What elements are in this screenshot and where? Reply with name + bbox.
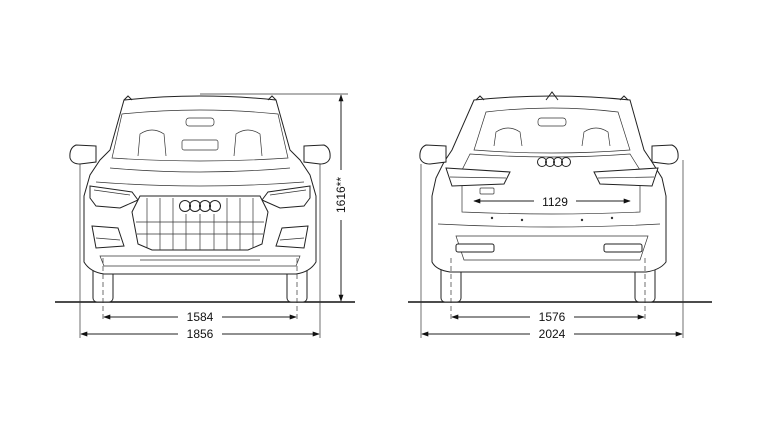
front-overall-width-label: 1856	[187, 327, 214, 341]
rear-roof-rail-right	[619, 95, 629, 101]
front-track-label-bg	[178, 309, 222, 323]
rear-overall-width-label: 2024	[539, 327, 566, 341]
front-grille-bars	[136, 198, 264, 250]
rear-four-rings-logo	[537, 157, 571, 167]
rear-window	[473, 107, 631, 154]
rear-track-width-label: 1576	[539, 310, 566, 324]
front-roof-rail-right	[267, 95, 277, 101]
front-view: 1584 1856 1616**	[55, 93, 355, 341]
rear-overall-label-bg	[530, 326, 574, 340]
front-side-mirror-right	[303, 144, 331, 165]
front-windshield	[111, 109, 289, 162]
front-dash	[181, 139, 219, 151]
rear-body	[431, 95, 667, 273]
rear-interior-mirror	[537, 117, 567, 127]
front-headlight-left	[89, 185, 139, 209]
rear-bumper-top	[437, 223, 661, 228]
rear-exhaust-left	[455, 243, 495, 253]
front-track-width-label: 1584	[187, 310, 214, 324]
front-intake-right-slat	[279, 237, 305, 241]
front-seat-right	[233, 129, 263, 157]
front-mirror-interior	[185, 117, 215, 127]
front-roof-rail-left	[123, 95, 133, 101]
front-headlight-right-drl	[269, 189, 307, 196]
front-side-mirror-left	[69, 144, 97, 165]
front-headlight-right	[261, 185, 311, 209]
rear-tailgate	[461, 153, 641, 215]
rear-taillight-left-line	[449, 176, 507, 179]
rear-parking-sensors	[490, 216, 614, 222]
front-intake-left-slat	[95, 237, 121, 241]
rear-headrest-right	[581, 127, 611, 147]
front-height-label: 1616**	[334, 177, 348, 213]
rear-model-badge	[479, 187, 495, 195]
rear-track-label-bg	[530, 309, 574, 323]
rear-taillight-right-line	[597, 176, 655, 179]
front-four-rings-logo	[179, 200, 221, 212]
rear-roof-rail-left	[475, 95, 485, 101]
rear-side-mirror-left	[419, 144, 447, 165]
rear-view: 1129 1576 2024	[408, 91, 712, 341]
front-overall-label-bg	[178, 326, 222, 340]
rear-antenna	[545, 91, 559, 101]
rear-tailgate-width-label: 1129	[542, 195, 568, 209]
front-seat-left	[137, 129, 167, 157]
rear-taillight-right	[593, 167, 659, 187]
rear-side-mirror-right	[651, 144, 679, 165]
front-height-label-bg	[333, 170, 347, 220]
rear-exhaust-right	[603, 243, 643, 253]
front-bonnet-edge	[95, 181, 305, 187]
rear-taillight-left	[445, 167, 511, 187]
front-intake-right	[275, 225, 309, 249]
rear-tailgate-label-bg	[534, 194, 576, 208]
front-headlight-left-drl	[93, 189, 131, 196]
rear-headrest-left	[493, 127, 523, 147]
front-bonnet-crease	[109, 167, 291, 173]
front-intake-left	[91, 225, 125, 249]
